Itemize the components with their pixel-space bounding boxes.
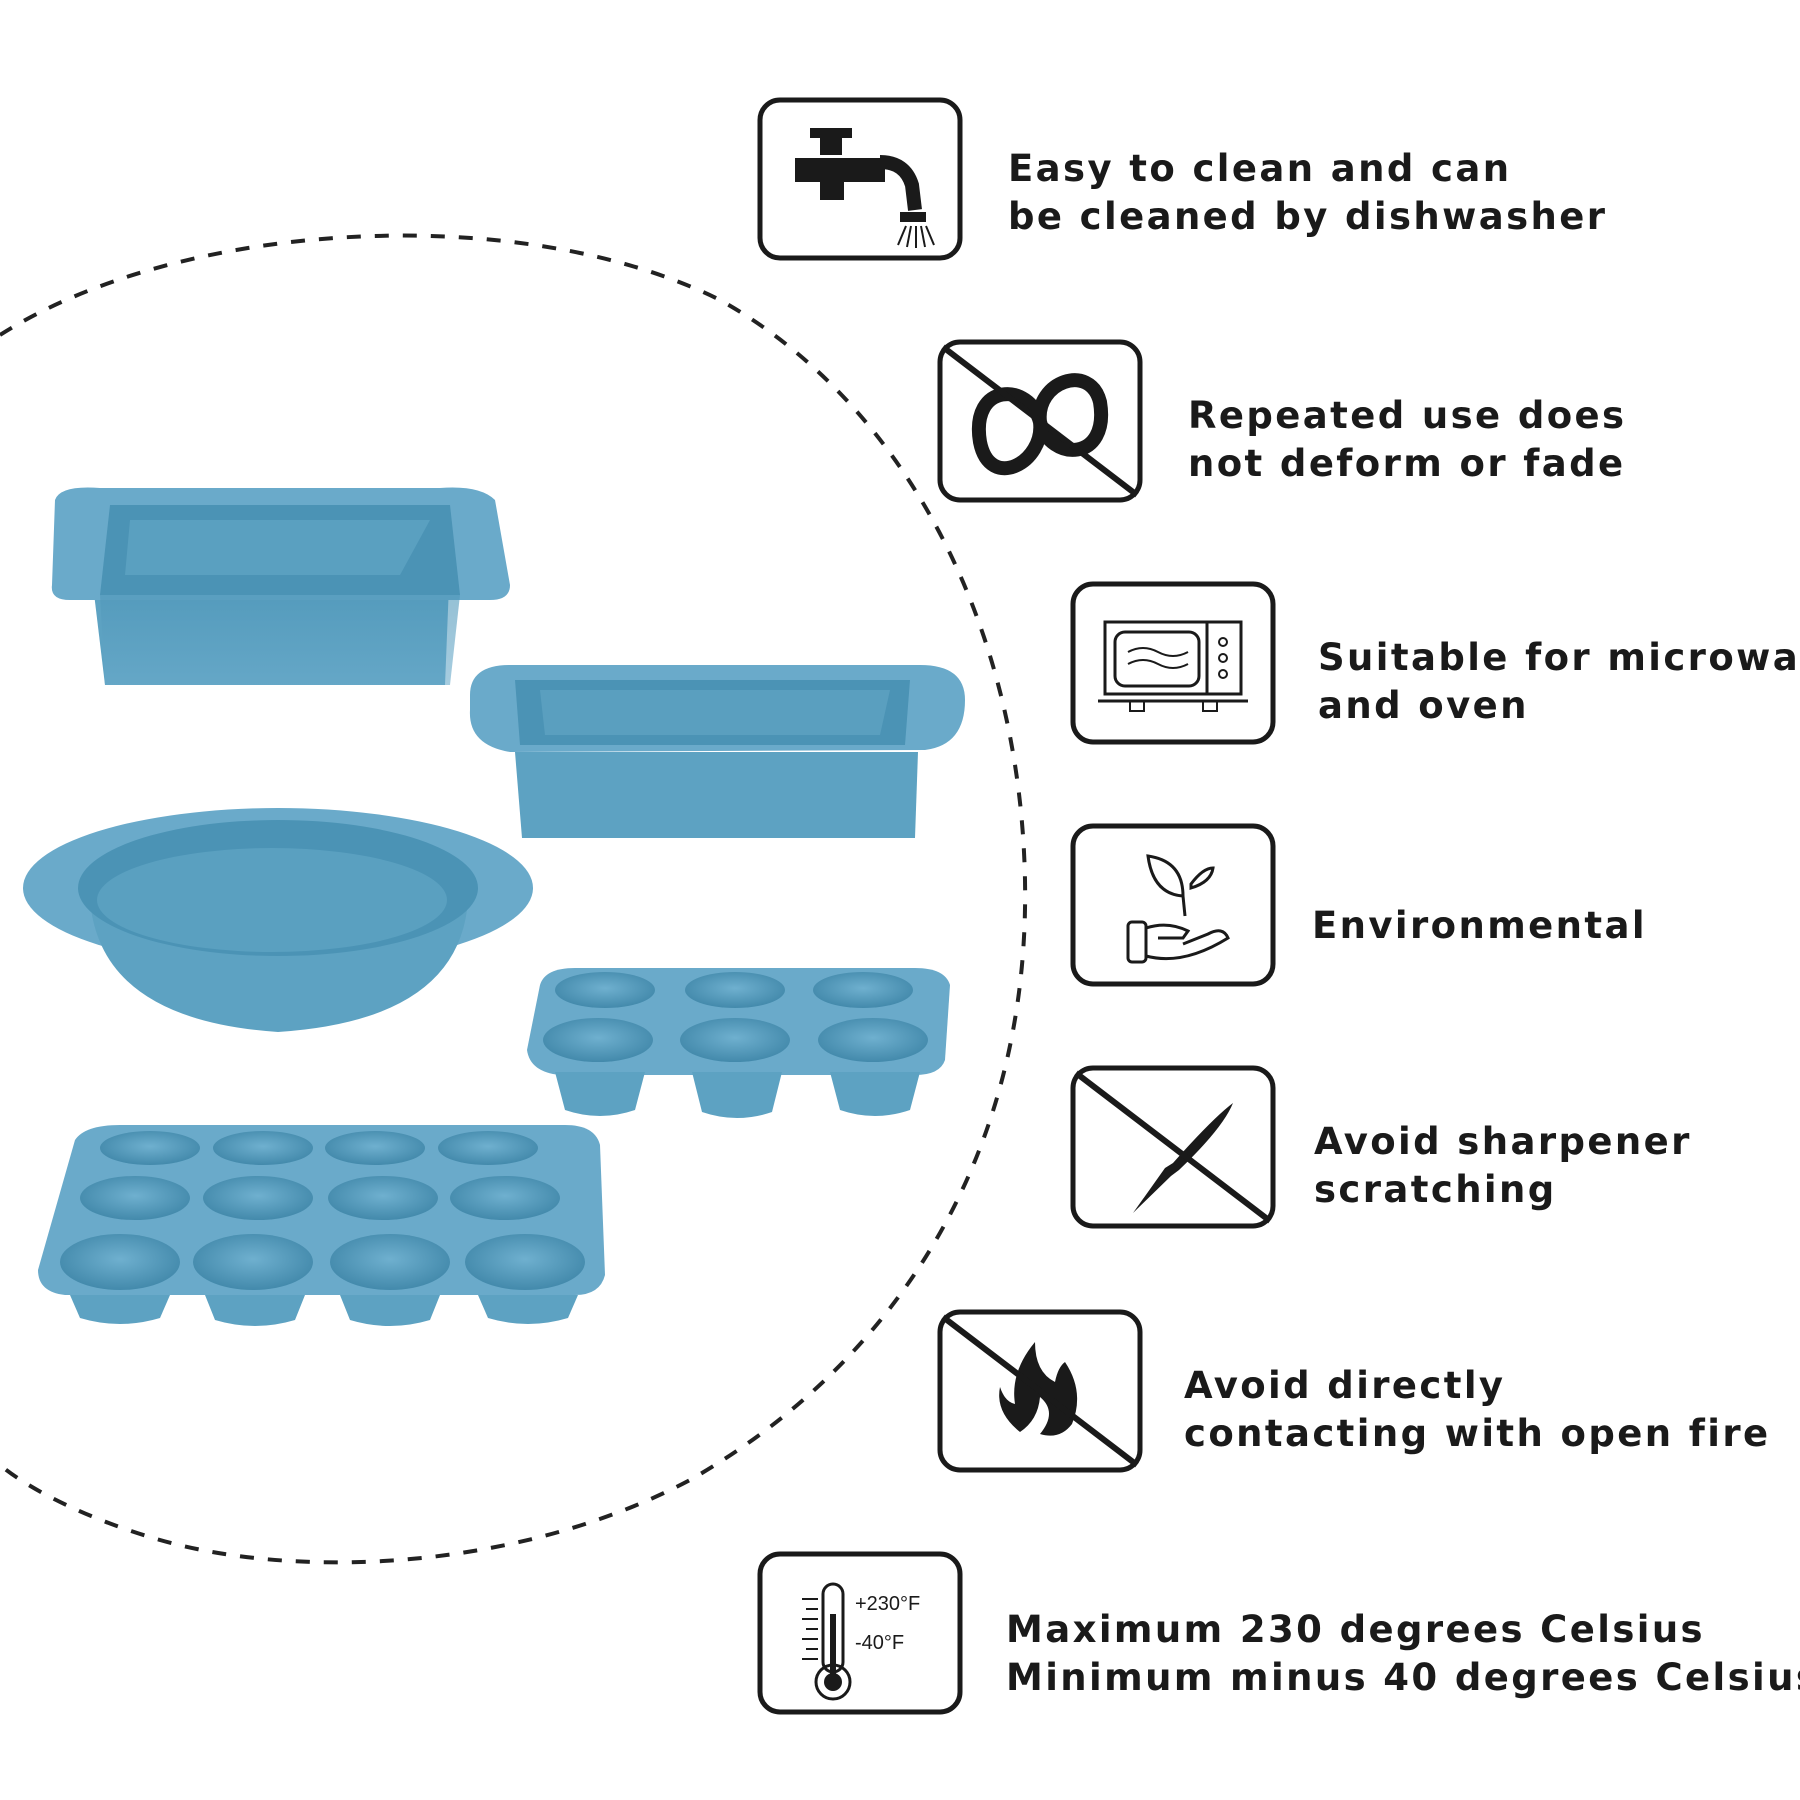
feature-line: Avoid directly — [1184, 1364, 1506, 1407]
feature-line: Environmental — [1312, 904, 1647, 947]
feature-line: Easy to clean and can — [1008, 147, 1512, 190]
12-cup-muffin-pan — [38, 1125, 605, 1326]
feature-line: be cleaned by dishwasher — [1008, 195, 1608, 238]
feature-no-fire-text: Avoid directly contacting with open fire — [1184, 1362, 1770, 1458]
feature-line: contacting with open fire — [1184, 1412, 1771, 1455]
feature-line: and oven — [1318, 684, 1529, 727]
feature-line: Minimum minus 40 degrees Celsius — [1006, 1656, 1800, 1699]
thermometer-icon: +230°F -40°F — [757, 1551, 963, 1715]
feature-no-knife-text: Avoid sharpener scratching — [1314, 1118, 1692, 1214]
feature-line: scratching — [1314, 1168, 1557, 1211]
feature-line: Suitable for microwave — [1318, 636, 1800, 679]
eco-hand-leaf-icon — [1070, 823, 1276, 987]
feature-line: Repeated use does — [1188, 394, 1627, 437]
feature-temperature-text: Maximum 230 degrees Celsius Minimum minu… — [1006, 1606, 1800, 1702]
loaf-pan — [469, 665, 965, 838]
square-cake-pan — [51, 487, 511, 685]
feature-microwave-text: Suitable for microwave and oven — [1318, 634, 1800, 730]
feature-no-deform-text: Repeated use does not deform or fade — [1188, 392, 1626, 488]
no-deform-icon — [937, 339, 1143, 503]
feature-dishwasher-text: Easy to clean and can be cleaned by dish… — [1008, 145, 1607, 241]
microwave-icon — [1070, 581, 1276, 745]
no-fire-icon — [937, 1309, 1143, 1473]
thermometer-min-label: -40°F — [855, 1632, 904, 1654]
feature-environmental-text: Environmental — [1312, 902, 1647, 950]
feature-line: Avoid sharpener — [1314, 1120, 1692, 1163]
6-cup-muffin-pan — [527, 968, 950, 1118]
thermometer-max-label: +230°F — [855, 1593, 920, 1615]
faucet-icon — [757, 97, 963, 261]
dashed-circle-divider — [0, 233, 1028, 1565]
no-knife-icon — [1070, 1065, 1276, 1229]
feature-line: Maximum 230 degrees Celsius — [1006, 1608, 1705, 1651]
feature-line: not deform or fade — [1188, 442, 1626, 485]
round-cake-pan — [23, 808, 533, 1032]
